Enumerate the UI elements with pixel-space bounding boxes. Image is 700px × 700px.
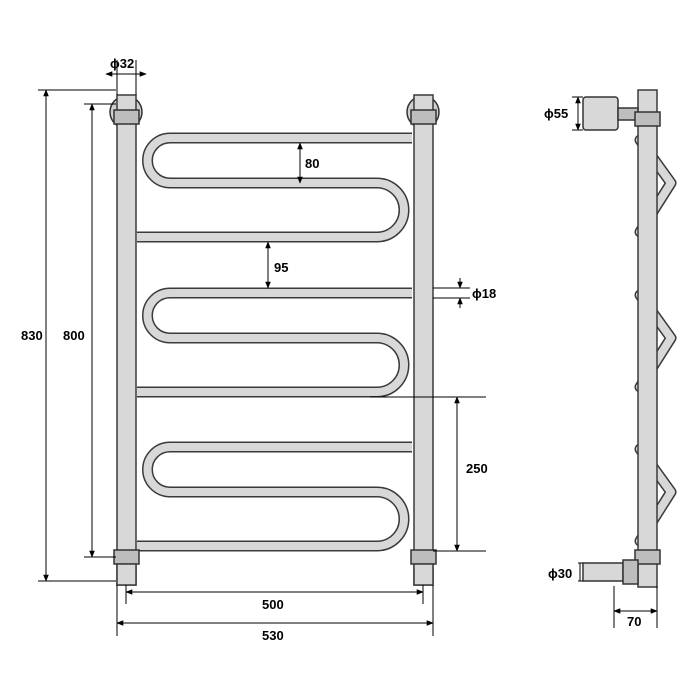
front-dimension-lines xyxy=(38,60,486,636)
dimension-labels: ϕ32 830 800 80 95 ϕ18 250 500 530 ϕ55 ϕ3… xyxy=(21,56,641,643)
label-center-width: 500 xyxy=(262,597,284,612)
serpentine-bars xyxy=(137,132,412,552)
label-bar-diameter: ϕ18 xyxy=(472,286,496,301)
label-cap-diameter: ϕ55 xyxy=(544,106,568,121)
left-bottom-fitting xyxy=(113,549,140,565)
side-dimension-lines xyxy=(572,96,658,628)
side-top-fitting xyxy=(634,111,661,127)
top-wall-cap xyxy=(582,96,619,131)
side-bottom-fitting xyxy=(634,549,661,565)
right-bottom-fitting xyxy=(410,549,437,565)
label-center-height: 800 xyxy=(63,328,85,343)
label-wall-distance: 70 xyxy=(627,614,641,629)
right-collector-pipe xyxy=(413,94,434,586)
left-bottom-stub xyxy=(116,563,137,586)
bottom-connection-nut xyxy=(622,559,639,585)
side-view xyxy=(582,89,677,588)
label-connection-diameter: ϕ30 xyxy=(548,566,572,581)
label-total-width: 530 xyxy=(262,628,284,643)
right-top-fitting xyxy=(410,109,437,125)
left-collector-pipe xyxy=(116,94,137,586)
front-view xyxy=(109,94,440,586)
side-collector-pipe xyxy=(637,89,658,588)
label-collector-diameter: ϕ32 xyxy=(110,56,134,71)
label-total-height: 830 xyxy=(21,328,43,343)
left-top-fitting xyxy=(113,109,140,125)
label-gap-80: 80 xyxy=(305,156,319,171)
label-section-height: 250 xyxy=(466,461,488,476)
right-bottom-stub xyxy=(413,563,434,586)
label-gap-95: 95 xyxy=(274,260,288,275)
bottom-connection-pipe xyxy=(582,562,624,582)
